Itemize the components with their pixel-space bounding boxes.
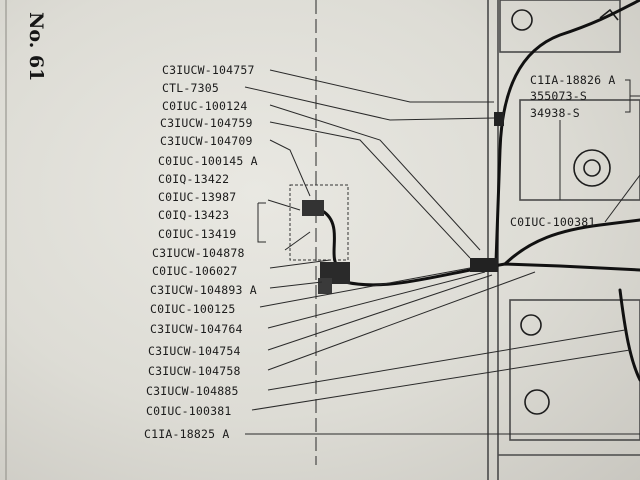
- callout-c5: C3IUCW-104709: [160, 134, 253, 148]
- callout-c6: C0IUC-100145 A: [158, 154, 258, 168]
- leader-c11: [284, 231, 311, 251]
- leader-c16: [267, 274, 493, 351]
- leader-c13: [269, 281, 323, 289]
- leader-c17: [267, 271, 536, 371]
- panel-top: [499, 0, 621, 53]
- grommet-bottom: [520, 314, 542, 336]
- branch-wire-lower: [618, 288, 640, 382]
- lamp-socket: [302, 200, 324, 216]
- callout-c8: C0IUC-13987: [158, 190, 236, 204]
- callout-c1: C3IUCW-104757: [162, 63, 255, 77]
- callout-c7: C0IQ-13422: [158, 172, 229, 186]
- callout-c13: C3IUCW-104893 A: [150, 283, 257, 297]
- callout-r3: 34938-S: [530, 106, 580, 120]
- callout-c19: C0IUC-100381: [146, 404, 231, 418]
- grommet-top: [511, 9, 533, 31]
- callout-r1: C1IA-18826 A: [530, 73, 615, 87]
- leader-lines-left: [244, 69, 640, 435]
- switch-bracket: [318, 278, 332, 294]
- leader-lines-right: [604, 79, 640, 223]
- leader-c15: [267, 271, 486, 329]
- leader-c18: [267, 329, 626, 391]
- leader-r4: [604, 174, 640, 223]
- callout-c10: C0IUC-13419: [158, 227, 236, 241]
- callouts-right: C1IA-18826 A 355073-S 34938-S C0IUC-1003…: [510, 73, 615, 229]
- bracket-top: [599, 8, 619, 21]
- callout-c16: C3IUCW-104754: [148, 344, 241, 358]
- branch-wire-right: [503, 218, 640, 266]
- callouts-left: C3IUCW-104757 CTL-7305 C0IUC-100124 C3IU…: [144, 63, 258, 441]
- leader-c12: [269, 259, 331, 269]
- page-side-label: No. 61: [25, 12, 47, 81]
- bracket-c6-c10: [257, 202, 266, 243]
- grommet-lower: [524, 389, 550, 415]
- leader-c19: [251, 349, 631, 411]
- callout-c2: CTL-7305: [162, 81, 219, 95]
- callout-c17: C3IUCW-104758: [148, 364, 241, 378]
- grommet-middle-outer: [573, 149, 611, 187]
- callout-c9: C0IQ-13423: [158, 208, 229, 222]
- callout-c12: C0IUC-106027: [152, 264, 237, 278]
- bracket-r1-r3: [625, 79, 631, 113]
- panel-bottom: [509, 299, 640, 441]
- body-panels: [487, 0, 640, 480]
- leader-c2: [244, 86, 495, 121]
- leader-c14: [259, 267, 471, 308]
- callout-c4: C3IUCW-104759: [160, 116, 253, 130]
- callout-r4: C0IUC-100381: [510, 215, 595, 229]
- callout-c3: C0IUC-100124: [162, 99, 247, 113]
- leader-c1: [269, 69, 494, 103]
- leader-c5: [269, 139, 311, 197]
- leader-c6-group: [267, 199, 301, 211]
- grommet-middle-inner: [583, 159, 601, 177]
- connector-junction: [470, 258, 498, 272]
- callout-r2: 355073-S: [530, 89, 587, 103]
- connector-upper: [494, 112, 504, 126]
- detail-box: [289, 184, 349, 261]
- callout-c11: C3IUCW-104878: [152, 246, 245, 260]
- leader-c3: [269, 104, 481, 251]
- panel-middle: [519, 99, 640, 201]
- leader-c4: [269, 121, 471, 259]
- callout-c14: C0IUC-100125: [150, 302, 235, 316]
- callout-c15: C3IUCW-104764: [150, 322, 243, 336]
- callout-c18: C3IUCW-104885: [146, 384, 239, 398]
- wire-harness: [302, 0, 640, 382]
- callout-c20: C1IA-18825 A: [144, 427, 229, 441]
